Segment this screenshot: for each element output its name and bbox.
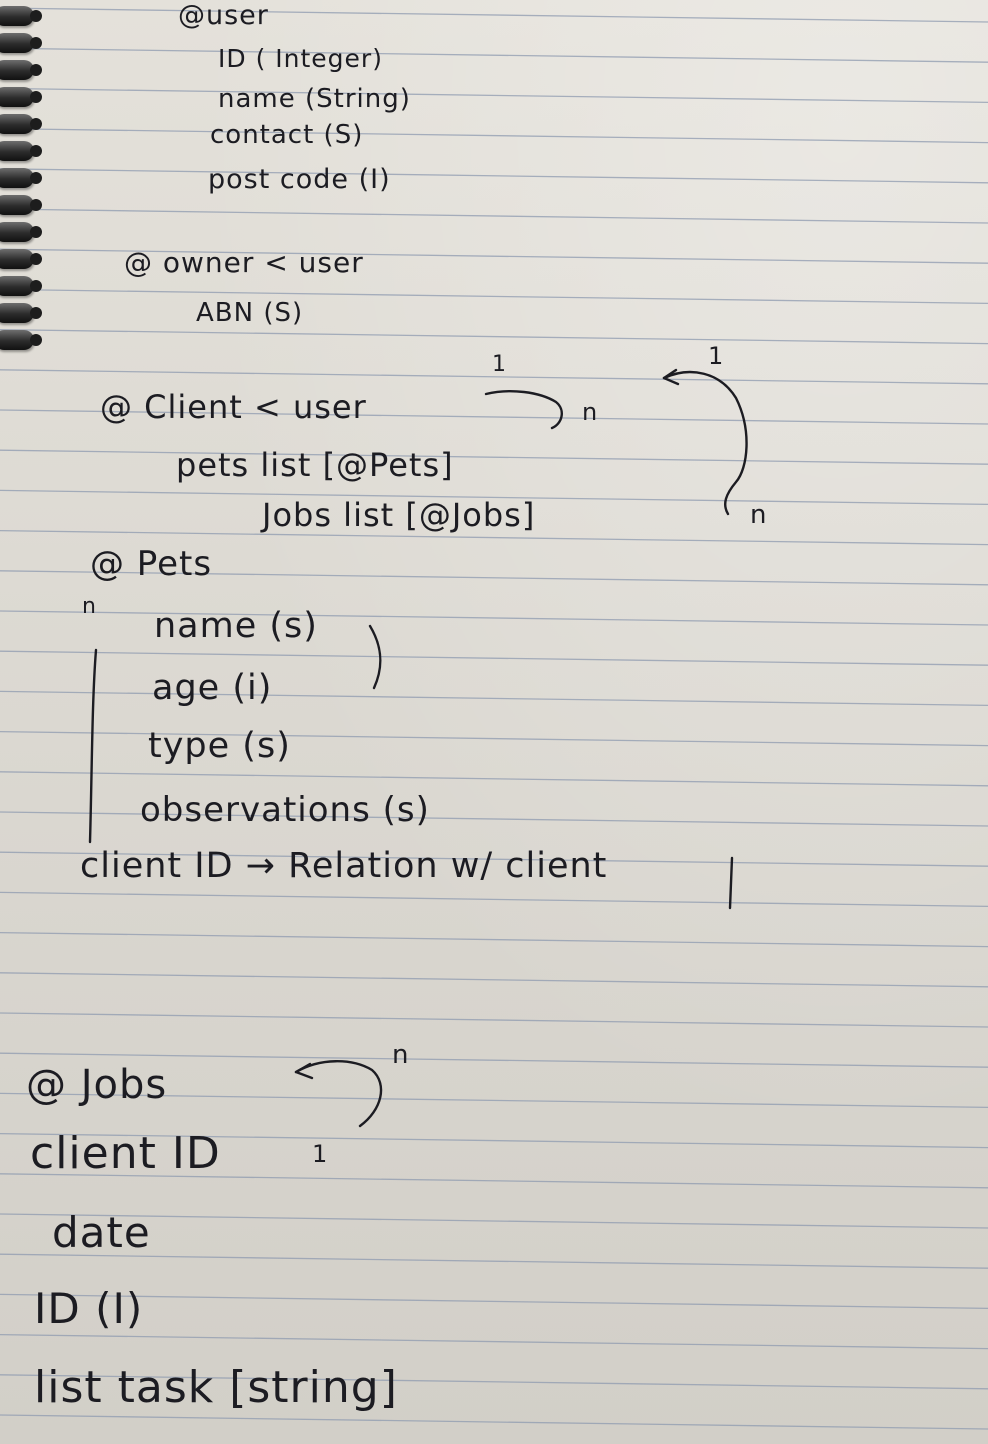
cardinality-one-client: 1 [708,342,725,370]
ruled-line [0,529,988,546]
user-field-id: ID ( Integer) [218,44,383,73]
punch-hole-icon [30,118,42,130]
ruled-line [0,1012,988,1028]
ruled-line [0,47,988,63]
ruled-line [0,1052,988,1068]
punch-hole-icon [30,37,42,49]
ruled-line [0,931,988,948]
ruled-line [0,7,988,23]
ruled-line [0,1213,988,1229]
punch-hole-icon [30,145,42,157]
ruled-line [0,771,988,787]
ruled-line [0,891,988,908]
ruled-line [0,690,988,707]
pets-field-age: age (i) [152,668,273,708]
user-field-contact: contact (S) [210,120,364,150]
ruled-line [0,489,988,506]
pets-field-observations: observations (s) [140,790,430,830]
spiral-ring-icon [0,6,34,26]
ruled-line [0,127,988,144]
jobs-field-list-task: list task [string] [34,1362,398,1413]
ruled-line [0,87,988,104]
spiral-binding-icon [0,0,46,380]
ruled-line [0,168,988,184]
ruled-line [0,972,988,988]
punch-hole-icon [30,334,42,346]
ruled-line [0,409,988,425]
punch-hole-icon [30,226,42,238]
ruled-line [0,650,988,666]
jobs-heading: @ Jobs [26,1062,168,1108]
spiral-ring-icon [0,60,34,80]
cardinality-one-user: 1 [492,352,507,377]
spiral-ring-icon [0,249,34,269]
spiral-ring-icon [0,276,34,296]
owner-field-abn: ABN (S) [196,298,304,328]
jobs-cardinality-one: 1 [312,1140,329,1168]
spiral-ring-icon [0,114,34,134]
spiral-ring-icon [0,303,34,323]
pets-cardinality-n: n [82,594,97,619]
punch-hole-icon [30,280,42,292]
spiral-ring-icon [0,141,34,161]
ruled-line [0,1253,988,1269]
client-heading: @ Client < user [100,388,367,426]
client-field-pets: pets list [@Pets] [176,446,454,484]
client-field-jobs: Jobs list [@Jobs] [262,496,536,534]
pets-heading: @ Pets [90,544,213,584]
jobs-field-date: date [52,1208,151,1257]
pets-field-type: type (s) [148,726,291,766]
punch-hole-icon [30,253,42,265]
jobs-field-client-id: client ID [30,1128,221,1179]
ruled-line [0,730,988,747]
ruled-line [0,1132,988,1149]
ruled-line [0,369,988,385]
spiral-ring-icon [0,33,34,53]
punch-hole-icon [30,91,42,103]
punch-hole-icon [30,199,42,211]
jobs-field-id: ID (I) [34,1284,144,1333]
ruled-line [0,1293,988,1310]
punch-hole-icon [30,307,42,319]
ruled-line [0,1173,988,1189]
ruled-line [0,208,988,224]
ruled-line [0,1374,988,1390]
ruled-line [0,328,988,345]
ruled-line [0,1414,988,1430]
spiral-ring-icon [0,168,34,188]
ruled-line [0,288,988,305]
jobs-cardinality-n: n [392,1040,410,1070]
ruled-line [0,248,988,264]
ruled-line [0,1092,988,1109]
ruled-line [0,570,988,586]
punch-hole-icon [30,64,42,76]
owner-heading: @ owner < user [124,246,364,279]
cardinality-n-user: n [582,398,599,426]
user-field-postcode: post code (I) [208,164,391,195]
punch-hole-icon [30,172,42,184]
ruled-line [0,851,988,867]
spiral-ring-icon [0,195,34,215]
user-heading: @user [178,0,269,31]
ruled-line [0,449,988,465]
punch-hole-icon [30,10,42,22]
cardinality-n-jobs: n [750,500,768,530]
spiral-ring-icon [0,222,34,242]
pets-field-name: name (s) [154,606,318,646]
ruled-line [0,610,988,626]
ruled-line [0,1333,988,1350]
spiral-ring-icon [0,87,34,107]
pets-relation-note: client ID → Relation w/ client [80,846,608,886]
user-field-name: name (String) [218,84,411,114]
ruled-line [0,811,988,827]
spiral-ring-icon [0,330,34,350]
